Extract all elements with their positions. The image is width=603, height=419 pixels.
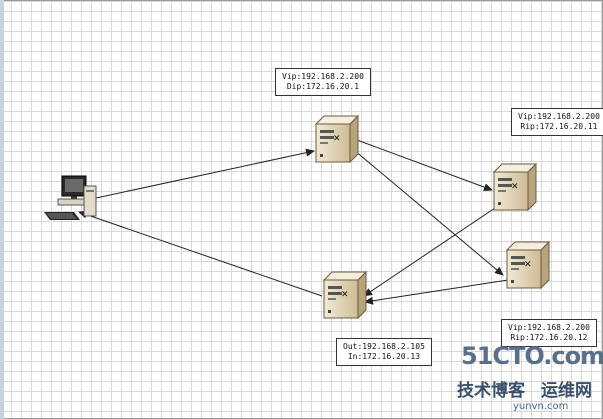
real-server-1-icon[interactable]: ✕ [492, 162, 538, 212]
director-dip-text: Dip:172.16.20.1 [286, 82, 360, 91]
watermark-line2: 运维网 [541, 381, 592, 401]
real2-rip-text: Rip:172.16.20.12 [510, 333, 588, 342]
real2-label[interactable]: Vip:192.168.2.200 Rip:172.16.20.12 [501, 319, 597, 347]
real2-to-router-arrow [364, 279, 509, 305]
real1-to-router-arrow [363, 207, 496, 297]
real1-rip-text: Rip:172.16.20.11 [520, 122, 598, 131]
svg-text:✕: ✕ [333, 134, 341, 144]
real1-label[interactable]: Vip:192.168.2.200 Rip:172.16.20.11 [511, 108, 603, 136]
real-server-2-icon[interactable]: ✕ [505, 240, 551, 290]
client-to-director-arrow [95, 148, 315, 199]
director-label[interactable]: Vip:192.168.2.200 Dip:172.16.20.1 [275, 68, 371, 96]
window-edge [0, 0, 4, 419]
watermark-url: yunvn.com [513, 401, 569, 412]
svg-text:✕: ✕ [511, 182, 519, 192]
watermark-brand: 51CTO.com [461, 342, 603, 370]
router-in-text: In:172.16.20.13 [347, 352, 421, 361]
real2-vip-text: Vip:192.168.2.200 [508, 323, 590, 332]
watermark-logo: 51CTO.com 技术博客 运维网 yunvn.com [455, 342, 603, 419]
director-to-real2-arrow [353, 149, 504, 276]
router-server-icon[interactable]: ✕ [322, 270, 368, 320]
client-computer-icon[interactable] [44, 175, 97, 220]
watermark-line1: 技术博客 [457, 381, 525, 401]
router-label[interactable]: Out:192.168.2.105 In:172.16.20.13 [336, 338, 432, 366]
svg-text:✕: ✕ [341, 290, 349, 300]
router-out-text: Out:192.168.2.105 [343, 342, 425, 351]
director-server-icon[interactable]: ✕ [314, 114, 360, 164]
director-vip-text: Vip:192.168.2.200 [282, 72, 364, 81]
router-to-client-arrow [78, 210, 323, 297]
svg-text:✕: ✕ [524, 260, 532, 270]
director-to-real1-arrow [356, 139, 493, 191]
real1-vip-text: Vip:192.168.2.200 [518, 112, 600, 121]
